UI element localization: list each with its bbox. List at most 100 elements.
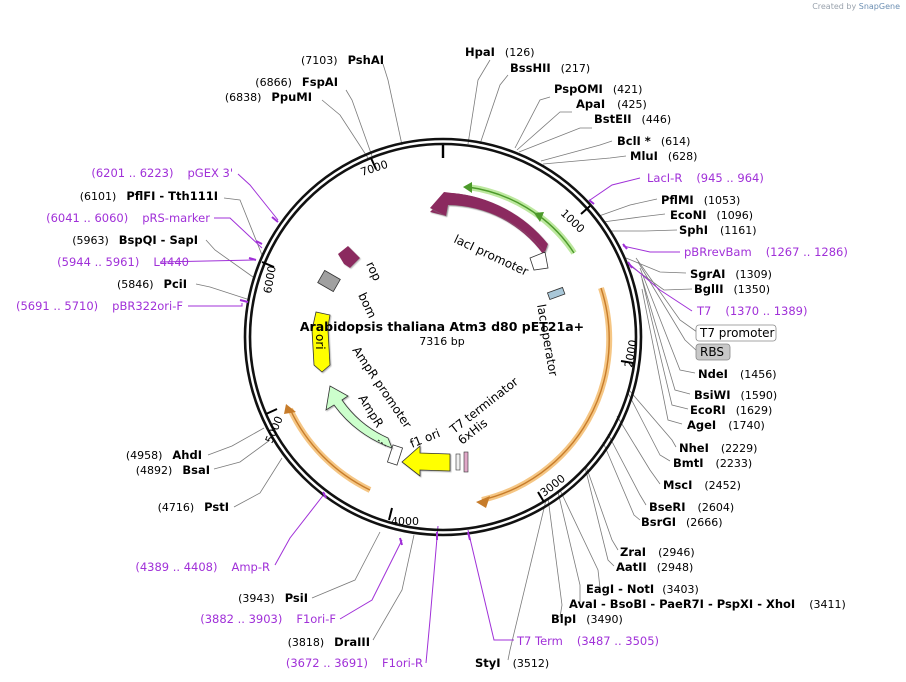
site-pos: (2229) xyxy=(721,442,758,455)
svg-text:(6838)PpuMI: (6838)PpuMI xyxy=(225,90,312,104)
site-pos: (2604) xyxy=(698,501,735,514)
svg-text:(7103)PshAI: (7103)PshAI xyxy=(301,53,384,67)
site-name: EcoRI xyxy=(690,403,726,417)
ori-label: ori xyxy=(313,334,327,350)
tick-label-1000: 1000 xyxy=(558,207,587,236)
site-name: PstI xyxy=(204,500,229,514)
site-name: BclI * xyxy=(617,134,651,148)
tick-label-2000: 2000 xyxy=(622,339,640,369)
svg-text:BsrGI(2666): BsrGI(2666) xyxy=(641,515,723,529)
site-pos: (2946) xyxy=(658,546,695,559)
site-name: PciI xyxy=(164,277,187,291)
site-pos: (2452) xyxy=(704,479,741,492)
site-pos: (5846) xyxy=(117,278,154,291)
svg-text:(5963)BspQI - SapI: (5963)BspQI - SapI xyxy=(72,233,198,247)
primer-name: pRS-marker xyxy=(142,211,210,225)
green-arcs xyxy=(463,182,577,255)
svg-text:EcoRI(1629): EcoRI(1629) xyxy=(690,403,772,417)
svg-text:BstEII(446): BstEII(446) xyxy=(594,112,671,126)
bom-label: bom xyxy=(355,290,379,320)
svg-text:(4958)AhdI: (4958)AhdI xyxy=(126,448,202,462)
primer-pos: (945 .. 964) xyxy=(696,171,764,185)
svg-text:PspOMI(421): PspOMI(421) xyxy=(554,82,642,96)
backbone-outer xyxy=(243,137,643,537)
site-name: EagI - NotI xyxy=(586,582,654,596)
site-name: PflMI xyxy=(661,193,694,207)
site-name: AatII xyxy=(616,560,647,574)
site-pos: (425) xyxy=(617,98,647,111)
site-name: FspAI xyxy=(302,75,338,89)
boxed-labels: T7 promoter RBS xyxy=(695,324,777,361)
svg-text:BclI *(614): BclI * (614) xyxy=(617,134,690,148)
site-pos: (3411) xyxy=(809,598,846,611)
primer-pos: (3882 .. 3903) xyxy=(200,612,282,626)
site-name: NheI xyxy=(679,441,709,455)
primer-name: pGEX 3' xyxy=(188,166,234,180)
svg-text:EcoNI(1096): EcoNI(1096) xyxy=(670,208,753,222)
svg-text:(3672 .. 3691)F1ori-R: (3672 .. 3691)F1ori-R xyxy=(286,656,423,670)
primer-name: T7 xyxy=(696,304,711,318)
primer-labels: LacI-R (945 .. 964) pBRrevBam(1267 .. 128… xyxy=(16,166,848,670)
primer-name: pBRrevBam xyxy=(684,245,752,259)
svg-text:ApaI(425): ApaI(425) xyxy=(576,97,647,111)
site-pos: (1053) xyxy=(704,194,741,207)
svg-text:LacI-R(945 .. 964): LacI-R (945 .. 964) xyxy=(647,171,764,185)
site-name: SgrAI xyxy=(690,267,725,281)
site-name: BsaI xyxy=(182,463,210,477)
site-pos: (2233) xyxy=(716,457,753,470)
backbone-inner xyxy=(248,142,638,532)
primer-name: T7 Term xyxy=(516,634,563,648)
site-pos: (3512) xyxy=(513,657,550,670)
svg-text:PflMI(1053): PflMI (1053) xyxy=(661,193,740,207)
scale-ticks xyxy=(261,157,634,521)
f1-ori-label: f1 ori xyxy=(408,426,442,451)
primer-marks xyxy=(239,199,633,546)
site-name: BseRI xyxy=(649,500,686,514)
leader-lines xyxy=(195,59,698,661)
site-name: BstEII xyxy=(594,112,632,126)
primer-name: L4440 xyxy=(153,255,189,269)
svg-text:StyI(3512): StyI(3512) xyxy=(475,656,549,670)
t7-promoter-label: T7 promoter xyxy=(699,326,775,340)
svg-text:BlpI(3490): BlpI(3490) xyxy=(551,612,623,626)
primer-pos: (6041 .. 6060) xyxy=(46,211,128,225)
svg-text:BmtI(2233): BmtI(2233) xyxy=(673,456,752,470)
primer-pos: (6201 .. 6223) xyxy=(91,166,173,180)
site-pos: (3818) xyxy=(288,636,325,649)
f1-ori-feature xyxy=(401,445,451,477)
svg-text:SgrAI(1309): SgrAI(1309) xyxy=(690,267,772,281)
site-pos: (614) xyxy=(661,135,691,148)
site-name: PsiI xyxy=(285,591,308,605)
rop-label: rop xyxy=(363,259,384,283)
site-name: AvaI - BsoBI - PaeR7I - PspXI - XhoI xyxy=(569,597,795,611)
site-pos: (628) xyxy=(668,150,698,163)
svg-text:NheI(2229): NheI (2229) xyxy=(679,441,757,455)
svg-text:MscI(2452): MscI(2452) xyxy=(663,478,741,492)
site-name: BglII xyxy=(694,282,724,296)
svg-text:(3943)PsiI: (3943)PsiI xyxy=(238,591,308,605)
rop-feature xyxy=(338,246,360,268)
svg-text:pBRrevBam(1267 .. 1286): pBRrevBam(1267 .. 1286) xyxy=(684,245,848,259)
svg-text:T7(1370 .. 1389): T7(1370 .. 1389) xyxy=(696,304,807,318)
svg-text:(6101)PflFI - Tth111I: (6101)PflFI - Tth111I xyxy=(80,189,218,203)
site-pos: (2666) xyxy=(686,516,723,529)
orange-arcs xyxy=(284,287,613,508)
primer-pos: (4389 .. 4408) xyxy=(135,560,217,574)
site-name: HpaI xyxy=(465,45,495,59)
site-pos: (1590) xyxy=(741,389,778,402)
svg-text:(6201 .. 6223)pGEX 3': (6201 .. 6223) pGEX 3' xyxy=(91,166,233,180)
primer-name: LacI-R xyxy=(647,171,682,185)
primer-name: F1ori-R xyxy=(382,656,423,670)
site-pos: (5963) xyxy=(72,234,109,247)
left-enzyme-labels: (7103)PshAI (6866)FspAI (6838)PpuMI (610… xyxy=(72,53,384,649)
primer-pos: (5691 .. 5710) xyxy=(16,299,98,313)
plasmid-length: 7316 bp xyxy=(419,335,464,348)
site-name: AhdI xyxy=(172,448,202,462)
ampr-feature xyxy=(325,385,393,449)
svg-text:AvaI - BsoBI - PaeR7I -: AvaI - BsoBI - PaeR7I - PspXI - XhoI (341… xyxy=(569,597,846,611)
site-name: BsiWI xyxy=(694,388,731,402)
svg-text:BglII(1350): BglII(1350) xyxy=(694,282,770,296)
site-name: AgeI xyxy=(687,418,716,432)
site-name: EcoNI xyxy=(670,208,706,222)
svg-text:(6866)FspAI: (6866)FspAI xyxy=(255,75,338,89)
